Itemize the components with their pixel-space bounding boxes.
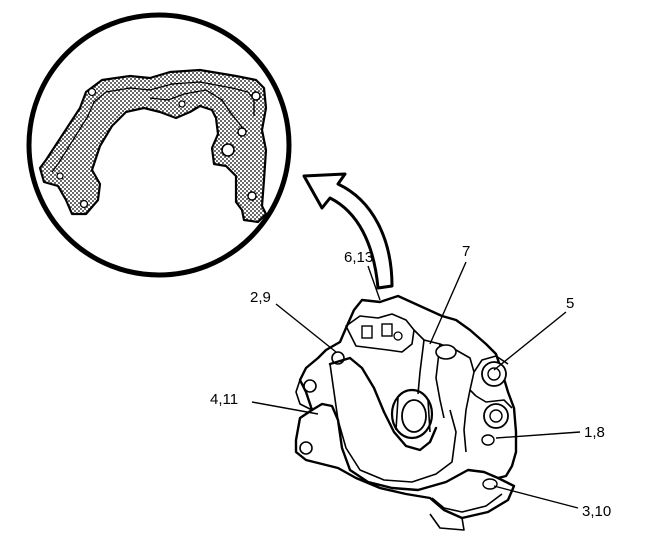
leader-4-11	[251, 401, 319, 415]
label-5: 5	[566, 295, 574, 312]
leader-lines	[251, 261, 581, 509]
leader-3-10	[493, 485, 579, 509]
leader-5	[493, 311, 567, 371]
label-3-10: 3,10	[582, 503, 611, 520]
leader-2-9	[275, 303, 337, 353]
callout-labels: 6,13 7 2,9 5 4,11 1,8 3,10	[210, 243, 611, 520]
leader-1-8	[495, 431, 581, 439]
curved-arrow	[302, 172, 394, 290]
label-1-8: 1,8	[584, 424, 605, 441]
leader-6-13	[367, 265, 381, 301]
leader-7	[429, 261, 467, 345]
gasket-illustration	[38, 68, 268, 224]
engine-cover-assembly	[294, 294, 518, 531]
label-2-9: 2,9	[250, 289, 271, 306]
label-4-11: 4,11	[210, 391, 238, 408]
label-6-13: 6,13	[344, 249, 373, 266]
label-7: 7	[462, 243, 470, 260]
